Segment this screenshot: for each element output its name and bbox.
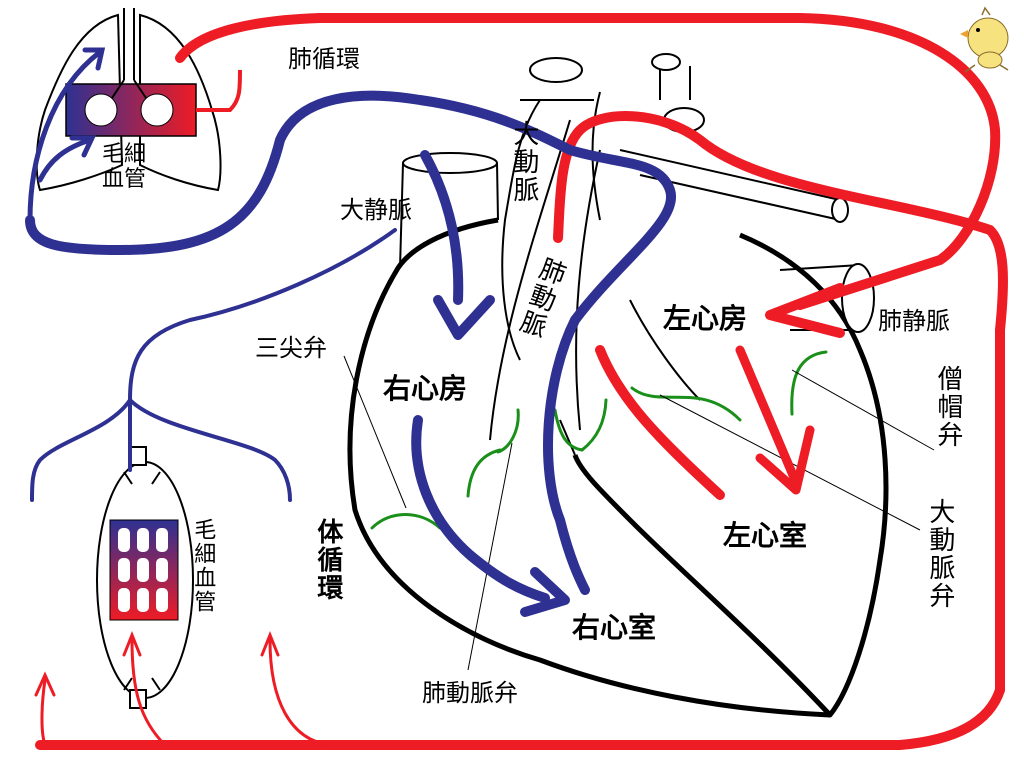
lung-capillary-label-line1: 毛細	[102, 142, 147, 167]
aortic-valve-label: 大動脈弁	[924, 498, 955, 610]
mitral-valve-left	[630, 386, 742, 422]
left-atrium-label: 左心房	[663, 302, 748, 335]
aortic-valve-right	[580, 398, 608, 452]
mitral-valve-label: 僧帽弁	[932, 365, 963, 449]
rv-arrow-head	[520, 567, 570, 617]
pulmonary-artery-blue	[25, 90, 677, 595]
lung-red-out	[196, 69, 242, 112]
aorta-top-left	[529, 57, 583, 83]
pulmonary-valve-label: 肺動脈弁	[422, 679, 518, 707]
aortic-valve-left	[553, 408, 584, 452]
pulmonary-vein-red	[175, 13, 1001, 310]
pulmonary-valve-left	[466, 448, 502, 498]
lung-capillary-label: 毛細 血管	[102, 142, 146, 193]
aorta-top-right	[651, 53, 681, 71]
vena-cava-label: 大静脈	[340, 196, 412, 224]
aorta-right-branch	[619, 149, 841, 221]
left-ventricle-label: 左心室	[723, 519, 808, 552]
left-heart-red-arrow	[735, 345, 815, 495]
right-heart-blue	[411, 415, 550, 603]
vena-cava-arrow-head	[433, 295, 495, 340]
aorta-label: 大動脈	[508, 120, 539, 204]
alveolus-left	[84, 93, 118, 127]
tricuspid-valve-label: 三尖弁	[255, 334, 327, 362]
right-atrium-label: 右心房	[383, 372, 468, 405]
pulmonary-circulation-label: 肺循環	[288, 45, 360, 73]
left-heart-red-1	[595, 345, 725, 500]
systemic-blue-veins	[30, 228, 397, 502]
valves	[370, 350, 828, 530]
systemic-circulation-label: 体循環	[312, 518, 343, 602]
left-atrium-inner	[559, 299, 701, 456]
aorta-red	[35, 111, 1008, 750]
systemic-capillary	[96, 446, 194, 709]
vena-cava-walls	[399, 162, 499, 269]
vessel-outlines	[399, 53, 875, 456]
alveolus-right	[140, 93, 174, 127]
pulmonary-artery-walls	[489, 119, 601, 441]
right-heart-wall	[347, 217, 831, 718]
red-arrow-pv-head	[765, 283, 845, 338]
chick-icon	[960, 6, 1009, 73]
right-ventricle-label: 右心室	[572, 611, 657, 644]
trachea	[123, 8, 135, 80]
tricuspid-valve-shape	[370, 513, 442, 530]
pulmonary-vein-end	[841, 263, 875, 333]
mitral-valve-right	[790, 350, 828, 416]
pulmonary-valve-right	[496, 408, 520, 454]
vena-cava-top	[402, 152, 498, 174]
vena-cava-blue	[420, 150, 464, 305]
oxygenated-flow	[35, 13, 1008, 750]
deoxygenated-flow	[25, 90, 677, 603]
systemic-capillary-label: 毛細血管	[190, 518, 216, 614]
lung-capillary-label-line2: 血管	[102, 167, 147, 193]
aorta-right-end	[831, 197, 849, 223]
lung-blue-arrows	[27, 47, 106, 223]
bronchi	[111, 79, 147, 99]
systemic-red-arrows	[34, 630, 332, 747]
pulmonary-vein-label: 肺静脈	[878, 307, 950, 335]
